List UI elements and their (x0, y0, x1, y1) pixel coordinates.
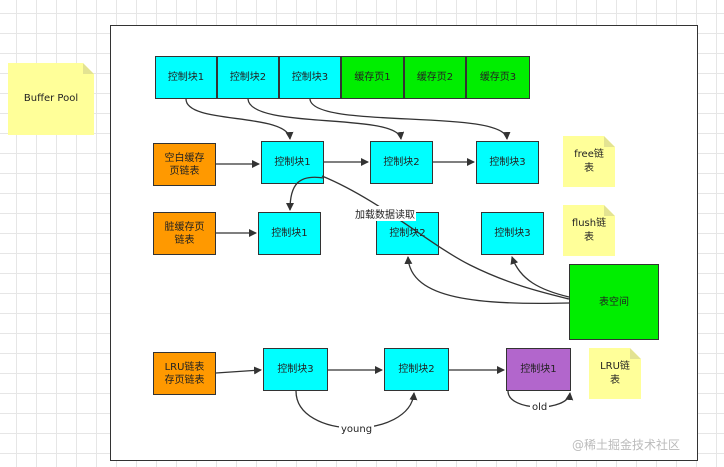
arrow-top2-to-free2 (247, 98, 405, 140)
buffer-pool-note: Buffer Pool (8, 63, 94, 135)
arrow-tablespace-to-flush2 (404, 256, 570, 305)
lru-list-node-3: 控制块3 (263, 348, 328, 391)
cache-page-2: 缓存页2 (404, 56, 466, 99)
arrow-top3-to-free3 (309, 98, 511, 140)
lru-list-head: LRU链表存页链表 (153, 352, 216, 395)
top-control-block-2: 控制块2 (217, 56, 279, 99)
top-control-block-3: 控制块3 (279, 56, 341, 99)
flush-list-node-1: 控制块1 (258, 212, 321, 255)
line-load-free1-to-tablespace (321, 175, 570, 300)
young-label: young (339, 424, 375, 435)
lru-list-node-2: 控制块2 (384, 348, 449, 391)
flush-list-head: 脏缓存页链表 (153, 212, 216, 255)
arrow-tablespace-to-flush3 (510, 256, 570, 298)
arrow-top1-to-free1 (185, 98, 294, 140)
cache-page-3: 缓存页3 (466, 56, 530, 99)
top-control-block-1: 控制块1 (155, 56, 217, 99)
flush-list-note: flush链表 (563, 205, 615, 256)
flush-list-node-3: 控制块3 (481, 212, 544, 255)
old-label: old (530, 402, 550, 413)
free-list-node-3: 控制块3 (476, 141, 539, 184)
buffer-pool-label: Buffer Pool (23, 93, 79, 104)
tablespace-block: 表空间 (569, 264, 659, 340)
arrow-young-loop (295, 390, 418, 429)
arrow-free1-to-flush1 (286, 176, 325, 211)
lru-list-node-1-old: 控制块1 (506, 348, 571, 391)
lru-list-note: LRU链表 (589, 348, 641, 399)
load-label: 加载数据读取 (354, 206, 416, 221)
free-list-note: free链表 (563, 136, 615, 187)
watermark: @稀土掘金技术社区 (572, 438, 681, 452)
free-list-head: 空白缓存页链表 (153, 143, 216, 186)
cache-page-1: 缓存页1 (341, 56, 404, 99)
arrow-lru-head-to-node3 (215, 366, 262, 375)
free-list-node-2: 控制块2 (370, 141, 433, 184)
